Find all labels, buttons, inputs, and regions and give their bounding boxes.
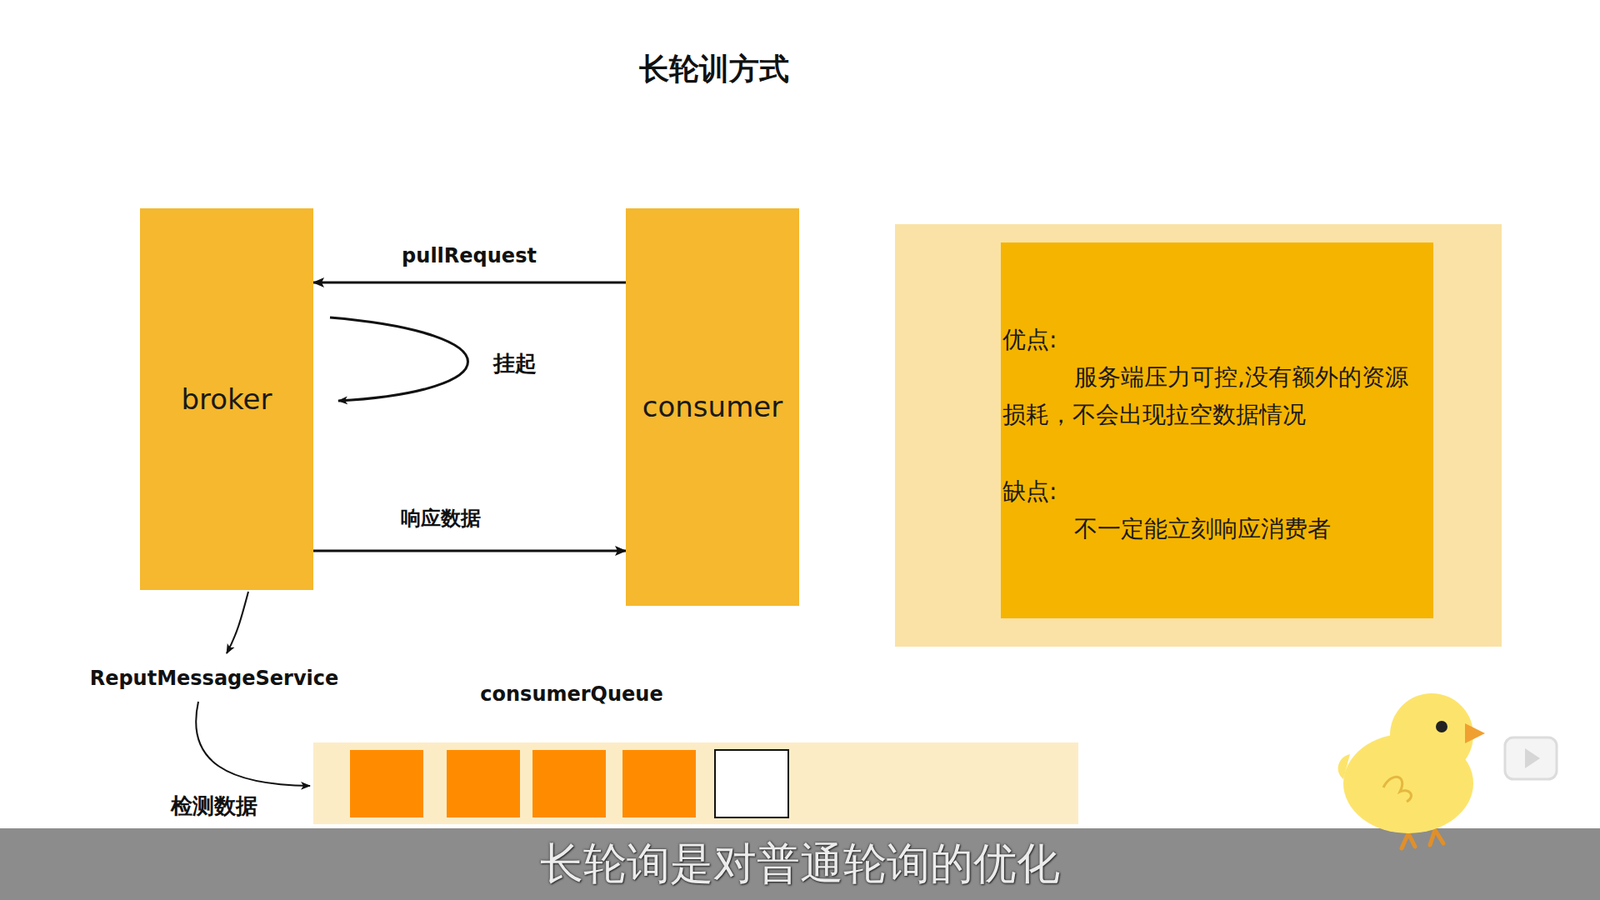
suspend-label: 挂起 [493,349,537,379]
note-body: 服务端压力可控,没有额外的资源损耗，不会出现拉空数据情况 [1002,358,1425,434]
queue-slot [622,750,696,818]
title: 长轮训方式 [639,49,790,90]
broker-box: broker [140,208,314,590]
edge-label: pullRequest [401,244,537,268]
detect-arrow [195,701,310,786]
queue-slot-empty [715,750,789,818]
flow-arrow [313,550,626,553]
flow-arrow [313,281,626,285]
note-heading: 优点: [1002,320,1425,359]
queue-slot [532,750,606,818]
queue-name: consumerQueue [480,682,663,706]
consumer-box: consumer [625,208,800,606]
note-heading: 缺点: [1002,472,1425,510]
chick-illustration [1338,693,1485,849]
detect-label: 检测数据 [170,791,258,821]
subtitle: 长轮询是对普通轮询的优化 [540,835,1060,894]
note-body: 不一定能立刻响应消费者 [1002,510,1425,548]
leader-arrow [226,591,249,654]
queue-slot [350,750,424,818]
queue-band [313,742,1079,825]
play-icon [1525,748,1540,769]
service-name: ReputMessageService [90,666,340,690]
node-label: consumer [642,390,783,425]
note-panel: 优点:服务端压力可控,没有额外的资源损耗，不会出现拉空数据情况缺点:不一定能立刻… [1000,242,1434,619]
queue-slot [446,750,520,818]
edge-label: 响应数据 [400,505,481,532]
play-icon [1505,737,1557,780]
node-label: broker [181,382,273,417]
panel-ground [895,224,1502,647]
subtitle-bar [0,828,1600,900]
suspend-loop [330,317,469,401]
